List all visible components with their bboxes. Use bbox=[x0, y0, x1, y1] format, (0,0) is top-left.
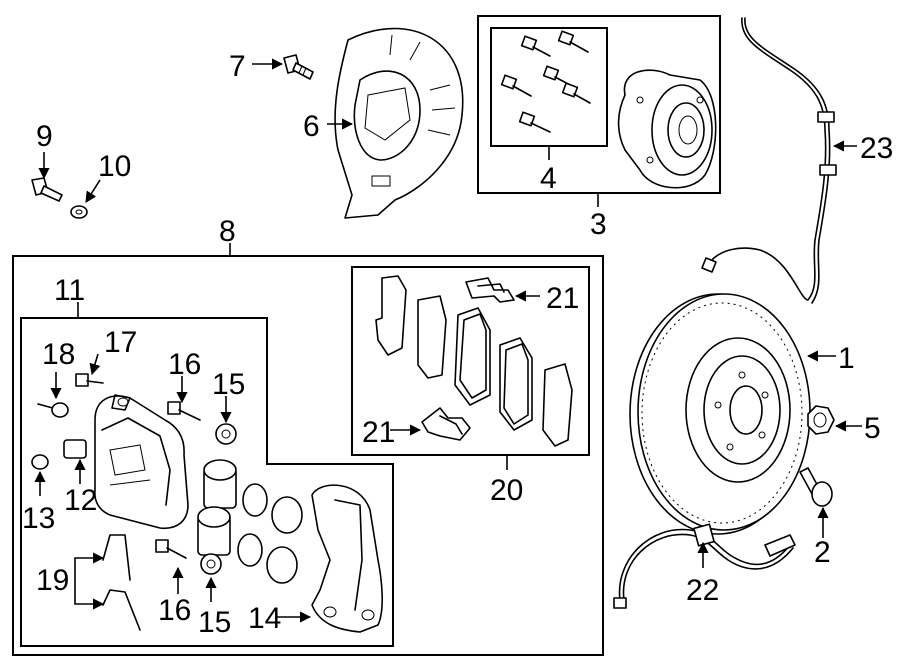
callout-22: 22 bbox=[686, 574, 719, 607]
callout-20: 20 bbox=[490, 474, 523, 507]
callout-12: 12 bbox=[64, 484, 97, 517]
callout-3: 3 bbox=[590, 208, 607, 241]
callout-2: 2 bbox=[814, 536, 831, 569]
caliper-pistons bbox=[197, 459, 237, 556]
shield-bolt bbox=[283, 54, 314, 80]
bushing-15-upper bbox=[215, 423, 237, 445]
brake-pad-box bbox=[351, 266, 590, 456]
hub-bearing-box bbox=[477, 15, 721, 194]
dust-shield bbox=[334, 27, 464, 219]
bleeder-18 bbox=[37, 402, 69, 418]
wheel-stud bbox=[799, 467, 833, 507]
cap-13 bbox=[31, 454, 49, 470]
callout-8: 8 bbox=[219, 215, 236, 248]
callout-15-lower: 15 bbox=[198, 606, 231, 639]
bolt-16-lower bbox=[155, 539, 187, 559]
piston-seals bbox=[237, 483, 303, 584]
callout-16-lower: 16 bbox=[158, 594, 191, 627]
callout-23: 23 bbox=[860, 132, 893, 165]
lug-nut bbox=[807, 405, 835, 435]
caliper-subassembly-box bbox=[20, 317, 394, 647]
callout-16-upper: 16 bbox=[168, 348, 201, 381]
brake-pads bbox=[375, 275, 573, 447]
callout-6: 6 bbox=[303, 110, 320, 143]
bushing-15-lower bbox=[200, 553, 222, 575]
spring-clips-19 bbox=[102, 534, 141, 631]
fitting-12 bbox=[63, 439, 87, 459]
callout-21-lower: 21 bbox=[362, 416, 395, 449]
caliper-bracket bbox=[311, 484, 383, 633]
callout-10: 10 bbox=[98, 150, 131, 183]
caliper-housing bbox=[94, 394, 189, 530]
callout-labels: 1 2 3 4 5 6 7 8 9 10 11 12 13 14 15 15 1… bbox=[22, 50, 893, 639]
callout-14: 14 bbox=[248, 602, 281, 635]
callout-17: 17 bbox=[104, 326, 137, 359]
callout-9: 9 bbox=[36, 120, 53, 153]
callout-13: 13 bbox=[22, 502, 55, 535]
pad-clips bbox=[421, 277, 515, 441]
brake-hose bbox=[613, 523, 796, 609]
washer-10 bbox=[70, 205, 88, 219]
callout-15-upper: 15 bbox=[212, 368, 245, 401]
hub-bolts bbox=[500, 30, 591, 133]
callout-4: 4 bbox=[540, 162, 557, 195]
callout-5: 5 bbox=[864, 412, 881, 445]
callout-7: 7 bbox=[229, 50, 246, 83]
bolt-9 bbox=[31, 177, 63, 202]
callout-19: 19 bbox=[36, 564, 69, 597]
hub-bearing bbox=[617, 69, 717, 189]
callout-18: 18 bbox=[42, 338, 75, 371]
bolt-17 bbox=[75, 373, 104, 387]
leader-arrows bbox=[34, 58, 862, 623]
callout-21-upper: 21 bbox=[546, 282, 579, 315]
caliper-assembly-box bbox=[12, 255, 604, 656]
bolt-16-upper bbox=[167, 401, 201, 421]
callout-1: 1 bbox=[838, 342, 855, 375]
callout-11: 11 bbox=[54, 274, 85, 307]
brake-rotor bbox=[629, 293, 811, 535]
abs-sensor-wire bbox=[701, 17, 837, 304]
